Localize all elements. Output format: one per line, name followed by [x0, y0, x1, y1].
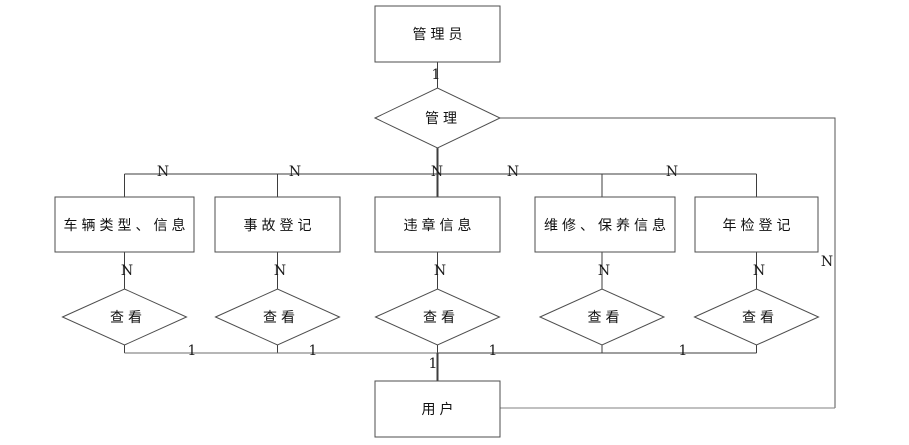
- entity-maintenance-box: [534, 196, 676, 253]
- entity-inspection-box: [694, 196, 819, 253]
- cardinality-branch-n-1: N: [156, 164, 170, 180]
- cardinality-admin-manage-1: 1: [431, 67, 441, 83]
- cardinality-view-n-1: N: [120, 263, 134, 279]
- relationship-view3-diamond: [374, 288, 501, 346]
- entity-user-box: [374, 380, 501, 438]
- cardinality-view-n-4: N: [597, 263, 611, 279]
- entity-accident-label: 事故登记: [243, 217, 316, 234]
- relationship-view1-diamond: [61, 288, 188, 346]
- entity-vehicle-box: [54, 196, 195, 253]
- entity-vehicle-label: 车辆类型、信息: [63, 217, 190, 234]
- entity-user-label: 用户: [421, 402, 458, 418]
- cardinality-branch-n-2: N: [288, 164, 302, 180]
- edge-manage-right-down: [500, 117, 836, 408]
- cardinality-branch-n-5: N: [665, 164, 679, 180]
- relationship-view5-diamond: [693, 288, 820, 346]
- entity-admin-box: [374, 5, 501, 63]
- cardinality-bottom-1-3: 1: [488, 343, 498, 359]
- relationship-view1-label: 查看: [110, 310, 146, 326]
- cardinality-user-1: 1: [428, 356, 438, 372]
- entity-admin-label: 管理员: [412, 27, 467, 43]
- cardinality-view-n-3: N: [433, 263, 447, 279]
- cardinality-manage-user-n: N: [820, 254, 834, 270]
- relationship-view2-label: 查看: [263, 310, 299, 326]
- cardinality-view-n-5: N: [752, 263, 766, 279]
- cardinality-bottom-1-1: 1: [187, 343, 197, 359]
- entity-inspection-label: 年检登记: [722, 217, 795, 234]
- entity-accident-box: [214, 196, 341, 253]
- relationship-manage-diamond: [373, 87, 502, 149]
- entity-violation-label: 违章信息: [403, 217, 476, 234]
- cardinality-branch-n-3: N: [430, 164, 444, 180]
- entity-violation-box: [374, 196, 501, 253]
- cardinality-bottom-1-2: 1: [308, 343, 318, 359]
- relationship-view3-label: 查看: [423, 310, 459, 326]
- relationship-view4-diamond: [538, 288, 666, 346]
- relationship-view2-diamond: [214, 288, 341, 346]
- cardinality-view-n-2: N: [273, 263, 287, 279]
- relationship-view4-label: 查看: [587, 310, 624, 326]
- cardinality-bottom-1-4: 1: [678, 343, 688, 359]
- entity-maintenance-label: 维修、保养信息: [544, 217, 670, 234]
- cardinality-branch-n-4: N: [506, 164, 520, 180]
- relationship-view5-label: 查看: [742, 310, 778, 326]
- shape-outlines: [54, 5, 820, 438]
- relationship-manage-label: 管理: [425, 111, 461, 127]
- connector-lines: [124, 62, 836, 409]
